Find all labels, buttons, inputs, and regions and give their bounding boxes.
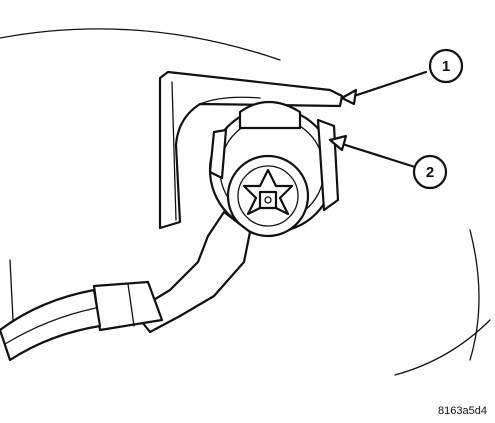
harness-connector-seam (127, 283, 135, 327)
callout-number-1: 1 (442, 58, 450, 75)
callout-circle-2 (412, 154, 448, 190)
surface-curve-bottom-right (394, 319, 491, 376)
socket-top-lobe (238, 101, 302, 130)
leader-arrowhead-2 (328, 134, 348, 152)
wire-pigtail (132, 210, 252, 334)
leader-arrowhead-1 (340, 88, 358, 106)
bulb-connector-center (258, 190, 278, 210)
surface-curve-left (0, 28, 281, 61)
wire-harness-stripe (4, 307, 97, 345)
callout-circle-1 (428, 48, 464, 84)
leader-line-1 (346, 70, 428, 100)
bulb-base-ring (237, 165, 299, 227)
leader-line-2 (334, 140, 420, 170)
mounting-bracket (158, 70, 344, 230)
surface-curve-right (469, 229, 480, 361)
bulb-pin (264, 196, 272, 204)
bracket-flange (199, 96, 261, 105)
callout-number-2: 2 (426, 164, 434, 181)
bracket-inner-edge (171, 81, 177, 221)
wire-harness-left (0, 288, 102, 362)
socket-left-tab (208, 128, 228, 180)
figure-reference: 8163a5d4 (438, 405, 487, 417)
